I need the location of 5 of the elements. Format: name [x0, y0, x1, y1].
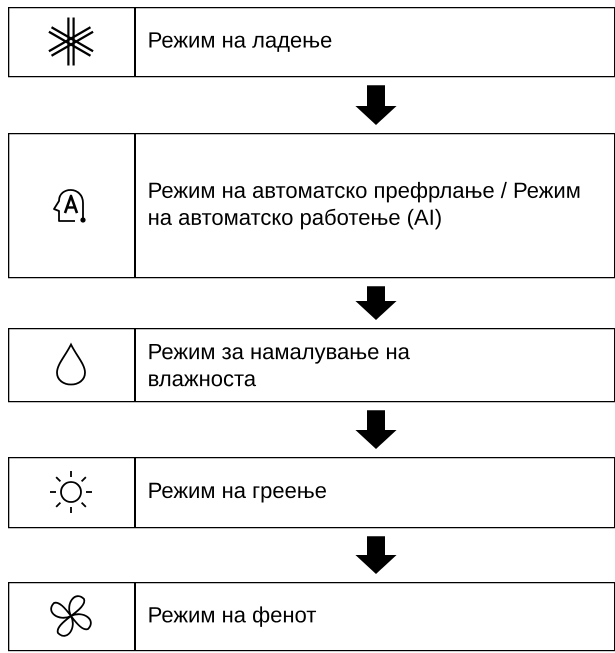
mode-box: Режим на ладење: [8, 7, 615, 78]
mode-box: Режим на фенот: [8, 582, 615, 652]
mode-box: Режим за намалување на влажноста: [8, 328, 615, 402]
mode-box: Режим на греење: [8, 457, 615, 528]
mode-box: Режим на автоматско префрлање / Режим на автоматско работење (AI): [8, 133, 615, 278]
